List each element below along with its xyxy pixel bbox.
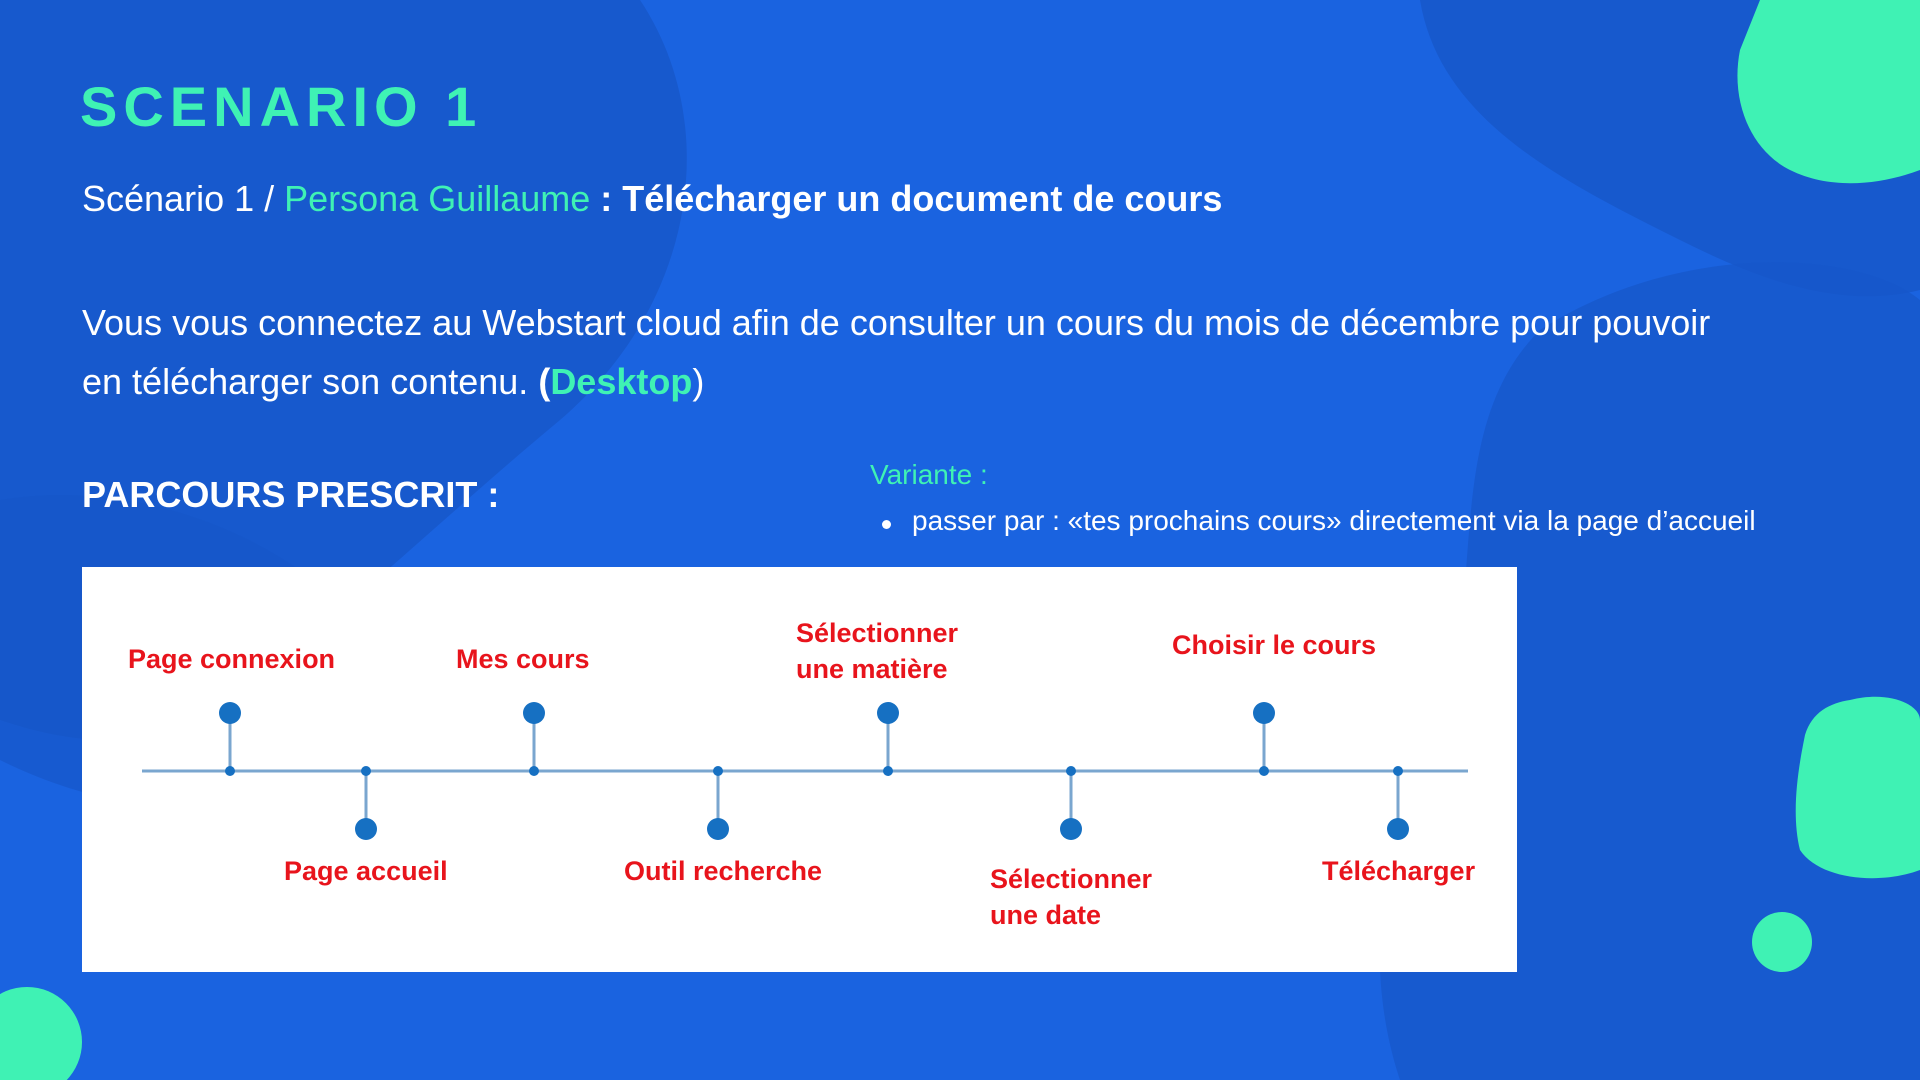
timeline-label-4: Outil recherche bbox=[624, 856, 822, 886]
timeline-marker-4 bbox=[707, 818, 729, 840]
mint-dot-right bbox=[1752, 912, 1812, 972]
timeline-axis-dot-5 bbox=[883, 766, 893, 776]
timeline-axis-dot-7 bbox=[1259, 766, 1269, 776]
timeline-label-3: Mes cours bbox=[456, 644, 590, 674]
timeline-label-6-line-2: une date bbox=[990, 900, 1101, 930]
scenario-description: Vous vous connectez au Webstart cloud af… bbox=[82, 293, 1722, 411]
device-label: Desktop bbox=[550, 361, 693, 402]
timeline-axis-dot-4 bbox=[713, 766, 723, 776]
variant-item-text: passer par : «tes prochains cours» direc… bbox=[912, 505, 1756, 536]
timeline-axis-dot-3 bbox=[529, 766, 539, 776]
timeline-label-1: Page connexion bbox=[128, 644, 335, 674]
timeline-marker-7 bbox=[1253, 702, 1275, 724]
timeline-axis-dot-1 bbox=[225, 766, 235, 776]
timeline-marker-6 bbox=[1060, 818, 1082, 840]
slide-title: SCENARIO 1 bbox=[80, 75, 483, 138]
timeline-axis-dot-2 bbox=[361, 766, 371, 776]
variant-item: passer par : «tes prochains cours» direc… bbox=[878, 505, 1756, 537]
scenario-subtitle: Scénario 1 / Persona Guillaume : Télécha… bbox=[82, 178, 1222, 220]
persona-name: Persona Guillaume bbox=[284, 178, 591, 219]
mint-blob-top-right bbox=[1737, 0, 1920, 184]
parcours-heading: PARCOURS PRESCRIT : bbox=[82, 474, 500, 515]
timeline-marker-1 bbox=[219, 702, 241, 724]
timeline-marker-8 bbox=[1387, 818, 1409, 840]
timeline-marker-5 bbox=[877, 702, 899, 724]
timeline-label-2: Page accueil bbox=[284, 856, 448, 886]
timeline-axis-dot-8 bbox=[1393, 766, 1403, 776]
description-open-paren: ( bbox=[538, 361, 551, 402]
subtitle-prefix: Scénario 1 / bbox=[82, 178, 285, 219]
timeline-label-5-line-2: une matière bbox=[796, 654, 948, 684]
description-close-paren: ) bbox=[692, 361, 705, 402]
timeline-marker-3 bbox=[523, 702, 545, 724]
timeline-label-6-line-1: Sélectionner bbox=[990, 864, 1153, 894]
task-title: : Télécharger un document de cours bbox=[590, 178, 1223, 219]
timeline-marker-2 bbox=[355, 818, 377, 840]
bullet-icon bbox=[882, 520, 891, 529]
description-text: Vous vous connectez au Webstart cloud af… bbox=[82, 302, 1711, 402]
variant-list: passer par : «tes prochains cours» direc… bbox=[878, 505, 1756, 537]
variant-label: Variante : bbox=[870, 459, 988, 490]
timeline-label-7: Choisir le cours bbox=[1172, 630, 1376, 660]
timeline-axis-dot-6 bbox=[1066, 766, 1076, 776]
mint-dot-bottom-left bbox=[0, 987, 82, 1080]
mint-blob-right bbox=[1795, 696, 1920, 879]
timeline-label-5-line-1: Sélectionner bbox=[796, 618, 959, 648]
timeline-label-8: Télécharger bbox=[1322, 856, 1476, 886]
